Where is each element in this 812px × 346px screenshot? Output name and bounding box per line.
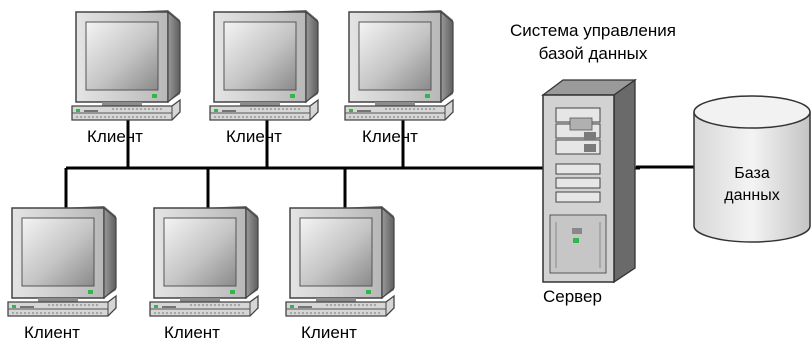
dbms-title-line1: Система управления <box>510 21 676 40</box>
database-label: База данных <box>706 166 798 204</box>
client-computer-6 <box>285 205 395 317</box>
database-label-line1: База <box>734 165 770 182</box>
database-cylinder <box>693 95 811 243</box>
client-computer-5 <box>149 205 259 317</box>
client-label-3: Клиент <box>362 127 418 146</box>
client-computer-4 <box>7 205 117 317</box>
client-label-1: Клиент <box>87 127 143 146</box>
client-computer-3 <box>344 9 454 121</box>
client-label-4: Клиент <box>24 323 80 342</box>
client-label-5: Клиент <box>164 323 220 342</box>
dbms-title: Система управления базой данных <box>486 22 700 62</box>
client-label-6: Клиент <box>301 323 357 342</box>
client-label-2: Клиент <box>226 127 282 146</box>
dbms-title-line2: базой данных <box>538 44 648 63</box>
client-computer-1 <box>71 9 181 121</box>
database-label-line2: данных <box>724 187 780 204</box>
client-computer-2 <box>209 9 319 121</box>
server-tower <box>541 78 638 284</box>
server-label: Сервер <box>543 287 602 306</box>
